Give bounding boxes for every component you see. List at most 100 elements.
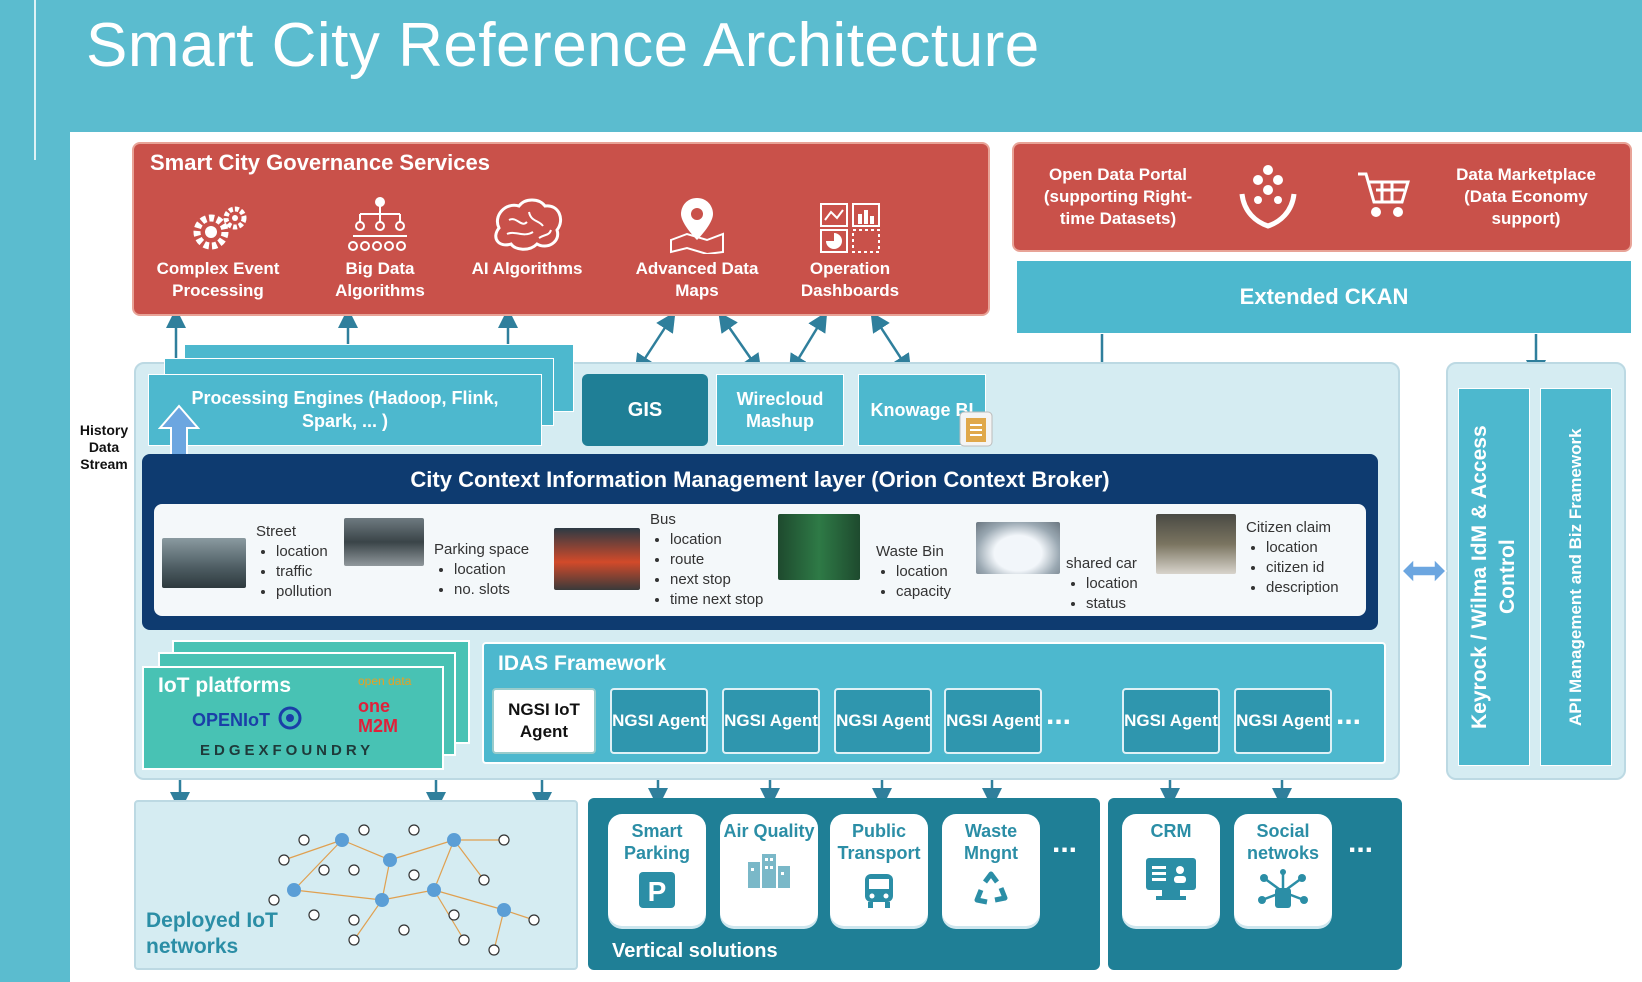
gis-label: GIS (627, 398, 663, 421)
tile-label: Air Quality (723, 821, 815, 841)
tile-label: Waste Mngnt (964, 821, 1018, 863)
ngsi-agent-1: NGSI Agent (610, 688, 708, 754)
ngsi-agent-4: NGSI Agent (944, 688, 1042, 754)
tile-label: Social netwoks (1246, 821, 1320, 863)
entity-attr: location (276, 542, 344, 562)
entity-attr: location (1086, 574, 1156, 594)
vertical-solutions-label: Vertical solutions (612, 940, 778, 962)
parking-icon: P (639, 872, 675, 908)
entity-name: Waste Bin (876, 543, 944, 560)
entity-shared-car: shared car locationstatus (1066, 554, 1156, 614)
wirecloud-box: Wirecloud Mashup (716, 374, 844, 446)
parking-photo (344, 518, 424, 566)
gov-item-label: Complex Event Processing (156, 259, 280, 300)
ngsi-agent-5: NGSI Agent (1122, 688, 1220, 754)
entity-attr: route (670, 550, 780, 570)
tile-label: Public Transport (837, 821, 921, 863)
open-data-box (1012, 142, 1632, 252)
onem2m-logo: one M2M (358, 696, 398, 736)
context-broker-title: City Context Information Management laye… (410, 467, 1110, 492)
ngsi-iot-agent: NGSI IoT Agent (492, 688, 596, 754)
gears-icon (193, 206, 247, 250)
ngsi-agent-3: NGSI Agent (834, 688, 932, 754)
network-graph-icon (268, 824, 540, 956)
gov-item-label: Operation Dashboards (800, 259, 900, 300)
agents-ellipsis-1: ... (1046, 698, 1072, 731)
data-hands-icon (1239, 165, 1297, 229)
entity-citizen-claim: Citizen claim locationcitizen iddescript… (1246, 518, 1362, 598)
gov-item-label: AI Algorithms (471, 259, 583, 278)
processing-engines-label: Processing Engines (Hadoop, Flink, Spark… (191, 388, 499, 431)
entity-attr: capacity (896, 582, 972, 602)
entity-attr: status (1086, 594, 1156, 614)
agent-label: NGSI Agent (1124, 711, 1218, 730)
api-management-label: API Management and Biz Framework (1566, 428, 1585, 726)
entity-attr: time next stop (670, 590, 780, 610)
history-data-stream-label: History Data Stream (79, 422, 129, 472)
agent-label: NGSI IoT Agent (508, 700, 580, 741)
extended-ckan-label: Extended CKAN (1239, 284, 1409, 309)
vertical-ellipsis-1: ... (1052, 826, 1078, 859)
social-network-icon (1258, 869, 1308, 908)
ngsi-agent-2: NGSI Agent (722, 688, 820, 754)
entity-attr: next stop (670, 570, 780, 590)
agent-label: NGSI Agent (612, 711, 706, 730)
deployed-iot-label: Deployed IoT networks (146, 909, 278, 958)
extended-ckan-box: Extended CKAN (1016, 260, 1632, 334)
bidirectional-arrow-icon (1400, 557, 1448, 585)
entity-name: Street (256, 523, 297, 540)
gov-ai: AI Algorithms (452, 198, 602, 280)
hierarchy-icon (348, 197, 407, 251)
gov-item-label: Big Data Algorithms (335, 259, 425, 300)
clipboard-icon (959, 411, 993, 447)
map-pin-icon (670, 198, 724, 254)
title-divider (34, 0, 36, 160)
entity-attr: citizen id (1266, 558, 1362, 578)
gov-big-data: Big Data Algorithms (305, 196, 455, 302)
tile-waste-mngnt: Waste Mngnt (942, 814, 1040, 926)
tile-crm: CRM (1122, 814, 1220, 926)
entity-name: shared car (1066, 555, 1137, 572)
entity-attr: pollution (276, 582, 344, 602)
tile-public-transport: Public Transport (830, 814, 928, 926)
knowage-label: Knowage BI (870, 400, 974, 420)
shared-car-photo (976, 522, 1060, 574)
entity-attr: traffic (276, 562, 344, 582)
waste-bin-photo (778, 514, 860, 580)
bus-photo (554, 528, 640, 590)
entity-attr: location (454, 560, 546, 580)
keyrock-box: Keyrock / Wilma IdM & Access Control (1458, 388, 1530, 766)
entity-waste-bin: Waste Bin locationcapacity (876, 542, 972, 602)
agent-label: NGSI Agent (946, 711, 1040, 730)
entity-street: Street locationtrafficpollution (256, 522, 344, 602)
gis-box: GIS (582, 374, 708, 446)
brain-icon (494, 198, 562, 251)
tile-smart-parking: Smart Parking P (608, 814, 706, 926)
open-data-logo: open data (358, 674, 412, 688)
tile-air-quality: Air Quality (720, 814, 818, 926)
city-buildings-icon (748, 854, 790, 888)
entity-name: Bus (650, 511, 676, 528)
openiot-logo: OPENIoT (192, 710, 271, 730)
entity-attr: description (1266, 578, 1362, 598)
agent-label: NGSI Agent (724, 711, 818, 730)
governance-title: Smart City Governance Services (150, 150, 490, 175)
data-marketplace-label: Data Marketplace (Data Economy support) (1456, 165, 1596, 228)
bus-icon (865, 874, 893, 908)
iot-platforms-title: IoT platforms (158, 674, 292, 697)
open-data-portal-label: Open Data Portal (supporting Right-time … (1043, 165, 1193, 228)
processing-engines-box: Processing Engines (Hadoop, Flink, Spark… (148, 374, 542, 446)
gov-data-maps: Advanced Data Maps (622, 196, 772, 302)
entity-parking: Parking space locationno. slots (434, 540, 546, 600)
ngsi-agent-6: NGSI Agent (1234, 688, 1332, 754)
entity-attr: no. slots (454, 580, 546, 600)
openiot-ring-icon (278, 706, 302, 730)
gov-item-label: Advanced Data Maps (635, 259, 759, 300)
gov-complex-event: Complex Event Processing (143, 202, 293, 302)
shopping-cart-icon (1358, 172, 1410, 217)
agent-label: NGSI Agent (836, 711, 930, 730)
tile-social-networks: Social netwoks (1234, 814, 1332, 926)
edgex-logo: EDGEXFOUNDRY (200, 742, 375, 759)
citizen-claim-photo (1156, 514, 1236, 574)
tile-label: Smart Parking (623, 821, 691, 863)
